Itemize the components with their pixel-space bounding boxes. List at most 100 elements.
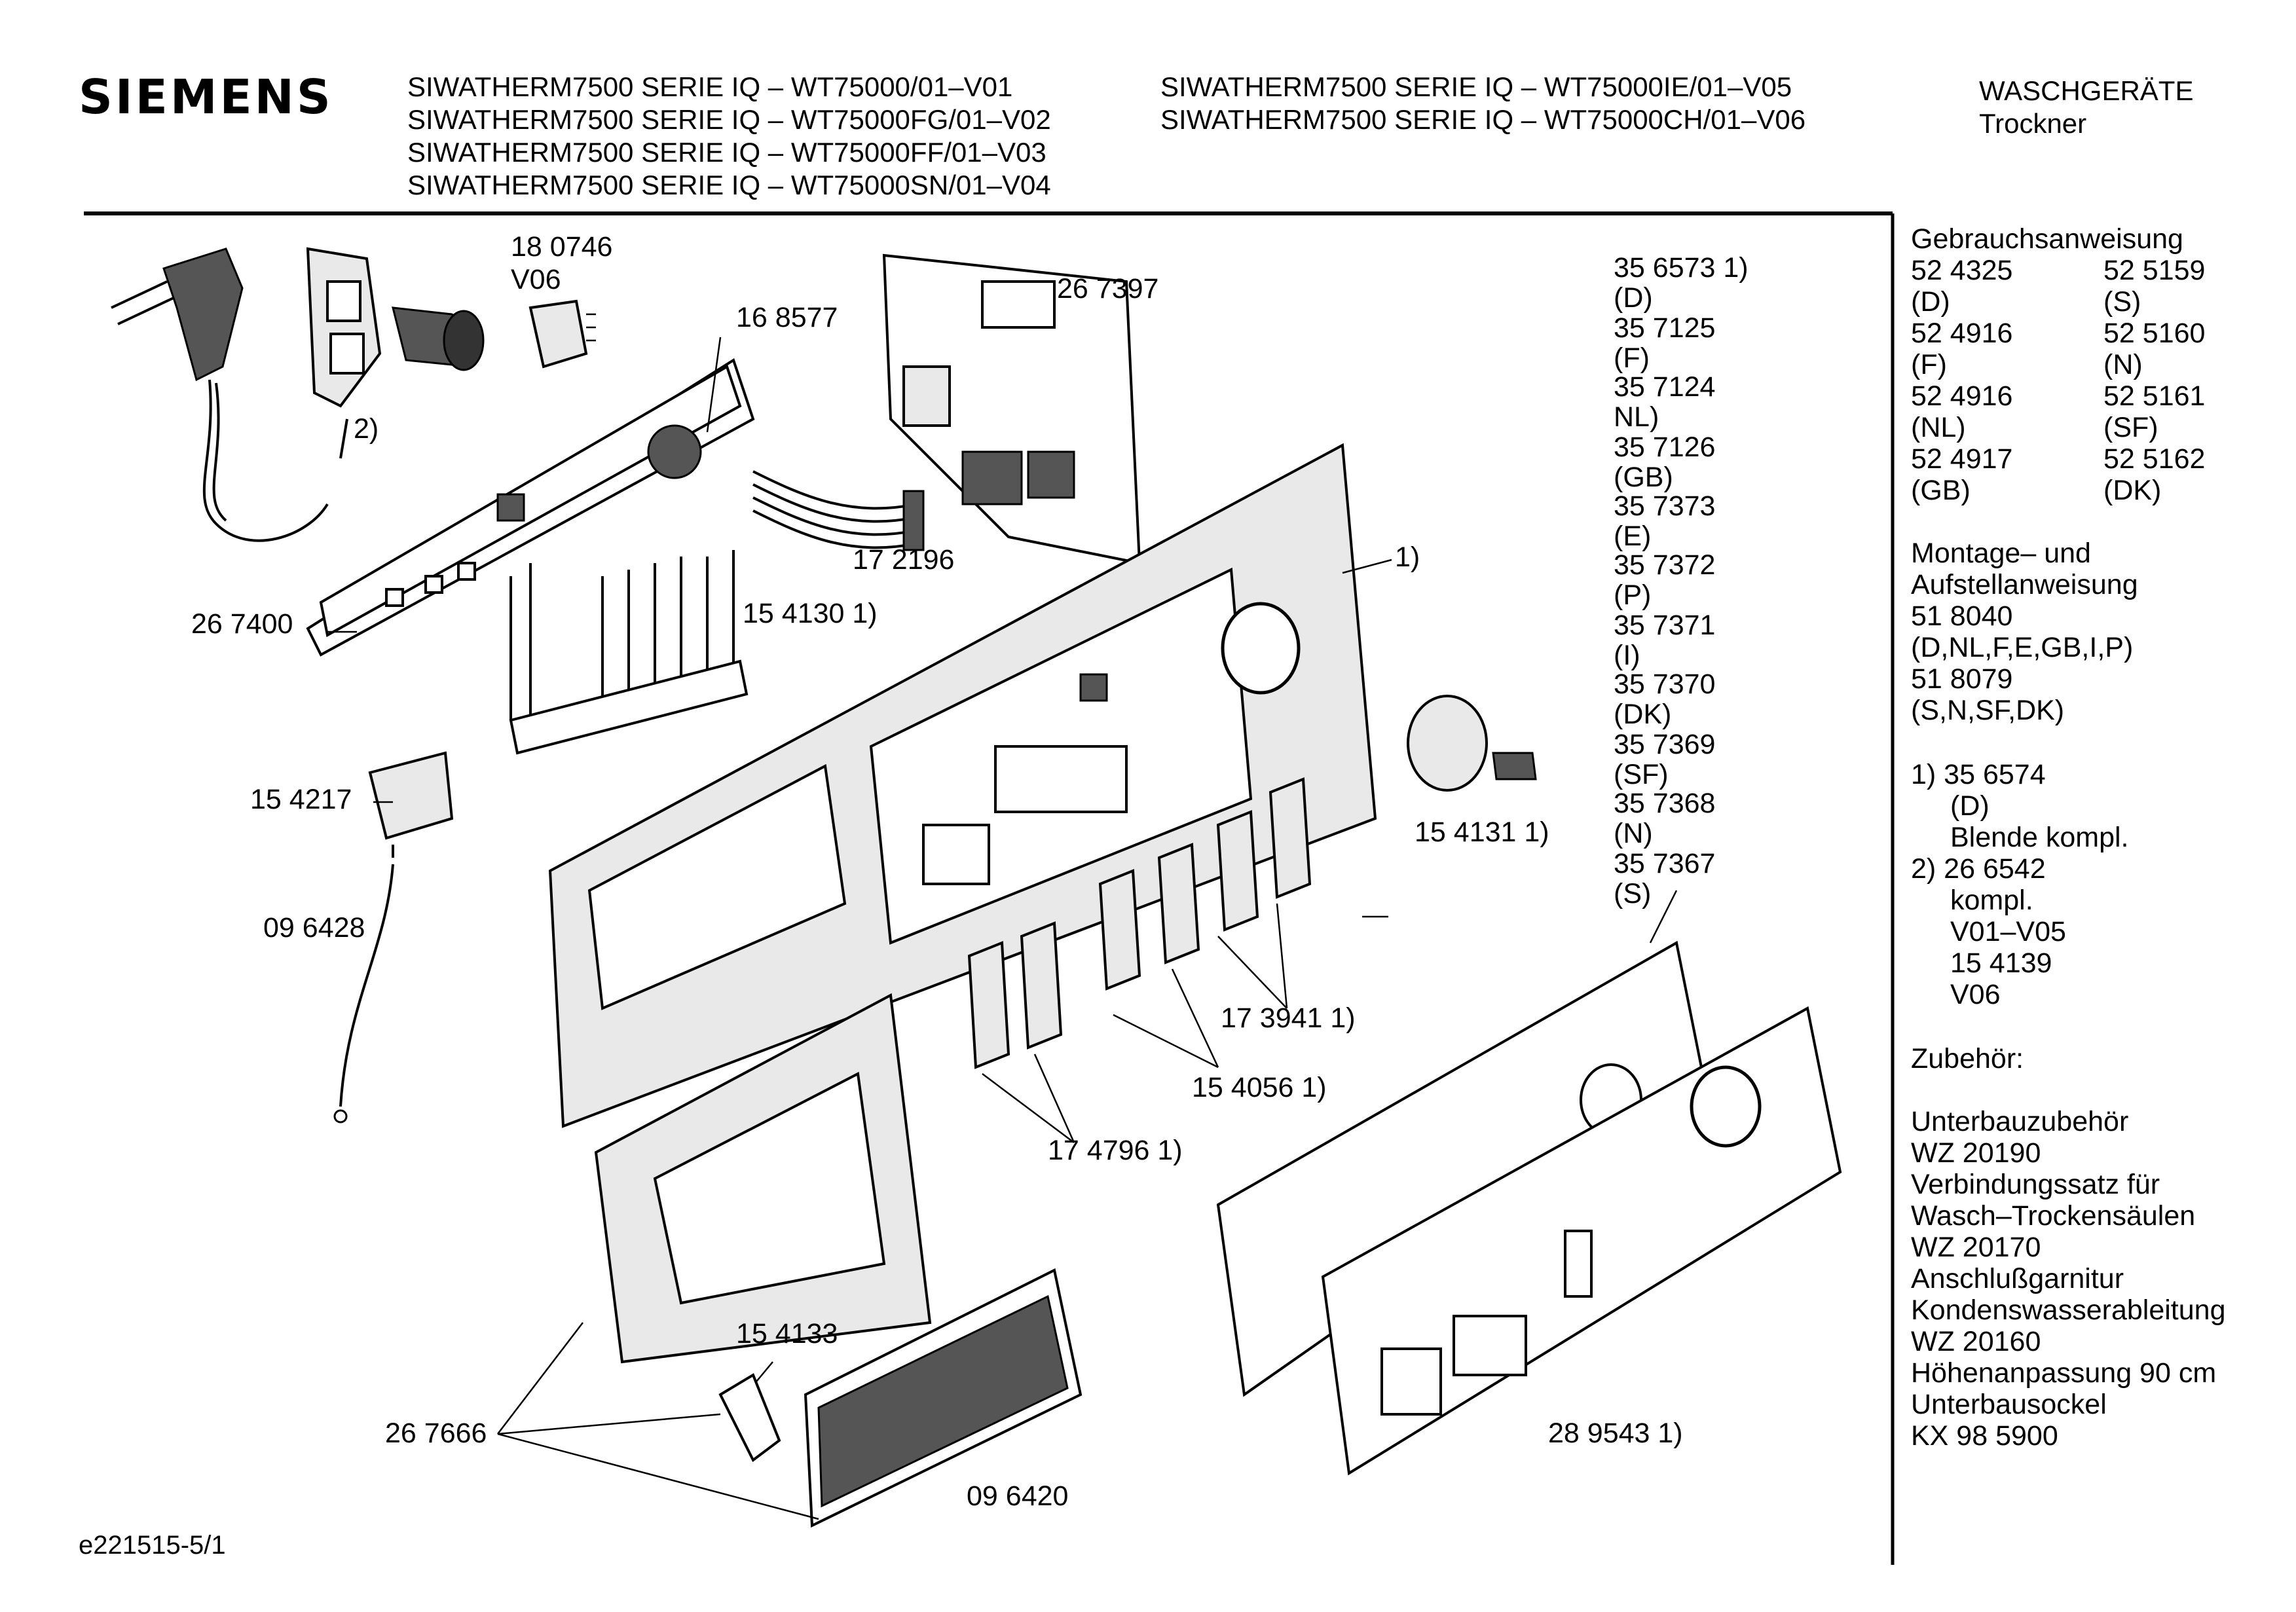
install-line: Montage– und (1911, 538, 2091, 569)
accessory-line: KX 98 5900 (1911, 1420, 2058, 1452)
brand-logo: SIEMENS (79, 69, 333, 124)
variant-line: (SF) (1614, 759, 1669, 790)
part-label: 15 4131 1) (1415, 816, 1549, 848)
manual-code: 52 4916 (1911, 318, 2013, 349)
part-label: 17 2196 (853, 544, 955, 576)
manual-language: (F) (1911, 349, 1947, 380)
manual-title: Gebrauchsanweisung (1911, 223, 2183, 255)
program-knob (1407, 695, 1537, 792)
part-label: 28 9543 1) (1548, 1418, 1683, 1449)
category-title: WASCHGERÄTE (1979, 75, 2194, 106)
variant-line: 35 7370 (1614, 669, 1716, 700)
part-label: V06 (511, 264, 561, 295)
leader-lines (327, 337, 1678, 1520)
part-note-label: 1) (1395, 541, 1420, 573)
part-label: 26 7400 (191, 608, 293, 640)
note-line: V01–V05 (1950, 916, 2066, 947)
variant-line: 35 7369 (1614, 729, 1716, 760)
manual-language: (GB) (1911, 475, 1971, 506)
part-label: 15 4130 1) (743, 598, 878, 629)
note-line: kompl. (1950, 885, 2033, 916)
drawer-handle (594, 993, 932, 1364)
accessory-line: Wasch–Trockensäulen (1911, 1200, 2196, 1232)
capacitor (392, 306, 485, 371)
accessory-line: WZ 20190 (1911, 1137, 2041, 1169)
manual-language: (S) (2103, 286, 2141, 318)
drawing-id: e221515-5/1 (79, 1531, 226, 1560)
part-note-label: 2) (354, 413, 379, 445)
variant-line: 35 7371 (1614, 610, 1716, 641)
variant-line: (I) (1614, 640, 1640, 671)
variant-line: 35 7372 (1614, 549, 1716, 581)
manual-language: (D) (1911, 286, 1950, 318)
accessory-line: Unterbauzubehör (1911, 1106, 2129, 1137)
variant-line: 35 7367 (1614, 848, 1716, 879)
variant-line: 35 7125 (1614, 312, 1716, 344)
accessory-line: Unterbausockel (1911, 1389, 2107, 1420)
variant-line: (S) (1614, 878, 1652, 909)
part-label: 18 0746 (511, 231, 613, 263)
sensor-cable (333, 864, 394, 1124)
model-line: SIWATHERM7500 SERIE IQ – WT75000FG/01–V0… (407, 104, 1051, 135)
manual-code: 52 5161 (2103, 380, 2206, 412)
variant-line: (N) (1614, 818, 1653, 849)
control-circuit-board (306, 357, 755, 657)
variant-line: 35 7373 (1614, 490, 1716, 522)
model-line: SIWATHERM7500 SERIE IQ – WT75000/01–V01 (407, 71, 1013, 102)
accessories-title: Zubehör: (1911, 1043, 2024, 1074)
manual-code: 52 4916 (1911, 380, 2013, 412)
part-label: 15 4056 1) (1192, 1072, 1327, 1103)
install-line: 51 8079 (1911, 663, 2013, 695)
install-line: Aufstellanweisung (1911, 569, 2138, 600)
clip (718, 1373, 781, 1463)
note-line: V06 (1950, 979, 2001, 1010)
accessory-line: Höhenanpassung 90 cm (1911, 1357, 2217, 1389)
manual-language: (DK) (2103, 475, 2162, 506)
accessory-line: Kondenswasserableitung (1911, 1294, 2226, 1326)
manual-language: (SF) (2103, 412, 2158, 443)
manual-code: 52 5162 (2103, 443, 2206, 475)
model-line: SIWATHERM7500 SERIE IQ – WT75000CH/01–V0… (1160, 104, 1806, 135)
accessory-line: WZ 20160 (1911, 1326, 2041, 1357)
manual-code: 52 5159 (2103, 255, 2206, 286)
accessory-line: Anschlußgarnitur (1911, 1263, 2124, 1294)
power-module (882, 253, 1141, 565)
accessory-line: WZ 20170 (1911, 1232, 2041, 1263)
panel-foil (1321, 1006, 1842, 1476)
variant-line: (P) (1614, 579, 1652, 611)
door-switch (368, 751, 454, 858)
part-label: 15 4217 (250, 784, 352, 815)
push-buttons (967, 777, 1312, 1069)
note-line: 1) 35 6574 (1911, 759, 2046, 790)
note-line: Blende kompl. (1950, 822, 2129, 853)
part-label: 17 4796 1) (1048, 1135, 1183, 1166)
part-label: 16 8577 (736, 302, 838, 333)
part-label: 26 7397 (1057, 273, 1159, 304)
note-line: 15 4139 (1950, 947, 2052, 979)
part-label: 15 4133 (736, 1318, 838, 1349)
install-line: (D,NL,F,E,GB,I,P) (1911, 632, 2134, 663)
category-subtitle: Trockner (1979, 108, 2087, 139)
variant-line: 35 6573 1) (1614, 252, 1749, 284)
relay-v06 (528, 299, 596, 369)
manual-code: 52 4325 (1911, 255, 2013, 286)
part-label: 17 3941 1) (1221, 1002, 1356, 1034)
note-line: (D) (1950, 790, 1990, 822)
manual-language: (N) (2103, 349, 2143, 380)
variant-line: 35 7124 (1614, 371, 1716, 403)
part-label: 09 6420 (967, 1480, 1069, 1512)
variant-line: NL) (1614, 401, 1659, 433)
switch-block (306, 247, 382, 459)
manual-code: 52 5160 (2103, 318, 2206, 349)
install-line: 51 8040 (1911, 600, 2013, 632)
variant-line: 35 7126 (1614, 431, 1716, 463)
variant-line: (GB) (1614, 462, 1673, 493)
note-line: 2) 26 6542 (1911, 853, 2046, 885)
model-line: SIWATHERM7500 SERIE IQ – WT75000FF/01–V0… (407, 137, 1046, 168)
ribbon-cable (752, 470, 925, 551)
part-label: 26 7666 (385, 1418, 487, 1449)
power-plug (111, 247, 329, 542)
model-line: SIWATHERM7500 SERIE IQ – WT75000IE/01–V0… (1160, 71, 1792, 102)
model-line: SIWATHERM7500 SERIE IQ – WT75000SN/01–V0… (407, 170, 1051, 200)
